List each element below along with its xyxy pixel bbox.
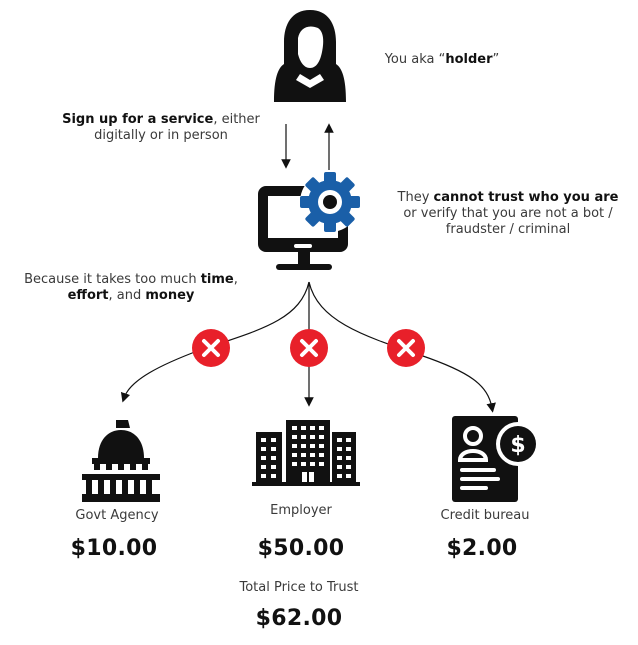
total-label: Total Price to Trust — [239, 580, 359, 595]
provider-price-credit: $2.00 — [446, 536, 518, 561]
total-price: $62.00 — [255, 606, 343, 631]
government-building-icon — [82, 418, 160, 504]
computer-gear-icon — [254, 168, 366, 278]
blocked-x-icon-credit — [387, 329, 425, 367]
svg-text:$: $ — [510, 433, 525, 458]
trust-caption: They cannot trust who you are or verify … — [397, 190, 619, 237]
reason-caption: Because it takes too much time, effort, … — [24, 272, 238, 303]
office-buildings-icon — [252, 420, 360, 488]
provider-price-employer: $50.00 — [257, 536, 345, 561]
provider-name-employer: Employer — [270, 503, 332, 518]
credit-report-icon: $ — [450, 414, 540, 504]
blocked-x-icon-govt — [192, 329, 230, 367]
person-icon — [270, 8, 350, 104]
provider-name-govt: Govt Agency — [75, 508, 159, 523]
blocked-x-icon-employer — [290, 329, 328, 367]
signup-caption: Sign up for a service, either digitally … — [62, 112, 260, 143]
provider-price-govt: $10.00 — [70, 536, 158, 561]
holder-caption: You aka “holder” — [384, 52, 500, 67]
provider-name-credit: Credit bureau — [440, 508, 530, 523]
